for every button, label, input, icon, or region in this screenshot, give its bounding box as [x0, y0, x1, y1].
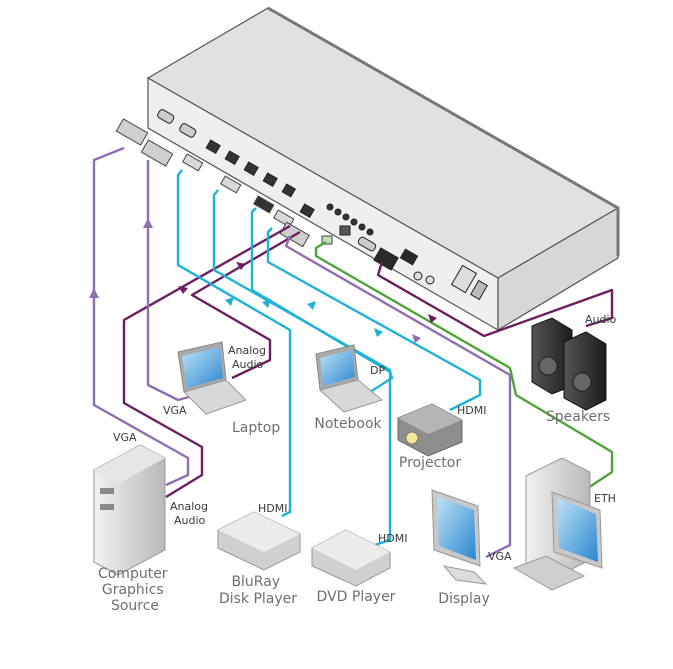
cable-notebook-dp: [250, 207, 394, 394]
rs232-port[interactable]: [357, 236, 377, 252]
dp-plug: [253, 195, 275, 214]
cables: [92, 146, 614, 559]
switcher-ports: [157, 109, 489, 301]
port-label-notebook-dp: DP: [370, 364, 385, 377]
port-label-dvd-hdmi: HDMI: [378, 532, 407, 545]
cable-laptop-audio: [190, 230, 301, 380]
arrow-icon: [428, 314, 437, 323]
cable-pc-eth: [314, 240, 614, 489]
hdmi-input-port-1[interactable]: [205, 139, 221, 155]
audio-jack-4[interactable]: [350, 218, 358, 226]
hdmi-plug-1: [182, 153, 204, 172]
hdmi-input-port-2[interactable]: [224, 150, 240, 166]
port-label-laptop-vga: VGA: [163, 404, 187, 417]
port-label-bluray-hdmi: HDMI: [258, 502, 287, 515]
vga-plug-1: [115, 118, 149, 146]
arrow-icon: [412, 334, 421, 343]
device-label-laptop: Laptop: [232, 420, 280, 436]
display-monitor-icon: [431, 489, 488, 585]
device-label-notebook: Notebook: [314, 416, 382, 432]
cable-display-vga: [284, 235, 512, 559]
cable-computer-vga: [92, 146, 190, 487]
device-label-computer: Computer Graphics Source: [98, 566, 172, 614]
port-label-pc-eth: ETH: [594, 492, 616, 505]
hdmi-input-port-4[interactable]: [262, 172, 278, 188]
notebook-icon: [315, 344, 384, 413]
relay-terminal-block[interactable]: [399, 248, 419, 266]
cable-speakers-audio: [376, 261, 614, 338]
cable-computer-audio: [122, 224, 291, 499]
cable-bluray-hdmi: [176, 169, 292, 518]
port-label-projector-hdmi: HDMI: [457, 404, 486, 417]
projector-icon: [397, 403, 463, 457]
audio-jack-6[interactable]: [366, 228, 374, 236]
arrow-icon: [225, 297, 234, 306]
vga-input-port-1[interactable]: [157, 109, 175, 125]
bluray-player-icon: [217, 511, 301, 571]
device-label-projector: Projector: [399, 455, 461, 471]
cable-projector-hdmi: [266, 227, 482, 412]
speakers-icon: [531, 317, 607, 411]
cable-laptop-vga: [146, 160, 197, 402]
arrow-icon: [236, 262, 246, 270]
port-label-laptop-audio: Analog Audio: [228, 344, 270, 371]
hdmi-output-port[interactable]: [299, 203, 315, 219]
dp-input-port[interactable]: [281, 183, 297, 198]
computer-graphics-source-icon: [93, 444, 166, 576]
switcher-rack-lip: [267, 6, 620, 256]
audio-jack-2[interactable]: [334, 208, 342, 216]
port-label-display-vga: VGA: [488, 550, 512, 563]
device-label-bluray: BluRay Disk Player: [219, 574, 297, 607]
device-label-dvd: DVD Player: [317, 589, 396, 605]
port-label-computer-vga: VGA: [113, 431, 137, 444]
eth-plug: [321, 235, 333, 245]
power-switch[interactable]: [469, 279, 489, 301]
dvd-player-icon: [311, 529, 391, 587]
audio-terminal-block[interactable]: [373, 247, 399, 271]
device-label-display: Display: [438, 591, 490, 607]
switcher-side-panel: [497, 206, 619, 332]
hdmi-out-plug: [273, 209, 295, 228]
switcher-device: [115, 6, 620, 332]
hdmi-plug-2: [220, 175, 242, 194]
pc-workstation-icon: [512, 457, 603, 591]
arrow-icon: [178, 286, 188, 294]
bnc-connector-2[interactable]: [425, 275, 435, 285]
arrow-icon: [307, 301, 316, 310]
arrow-icon: [89, 288, 99, 298]
vga-plug-2: [140, 139, 174, 167]
audio-jack-5[interactable]: [358, 223, 366, 231]
bnc-connector-1[interactable]: [413, 271, 423, 281]
arrow-icon: [262, 299, 271, 308]
audio-jack-3[interactable]: [342, 213, 350, 221]
audio-jack-1[interactable]: [326, 203, 334, 211]
ethernet-port[interactable]: [339, 225, 351, 236]
hdmi-input-port-3[interactable]: [243, 161, 259, 177]
port-label-computer-audio: Analog Audio: [170, 500, 212, 527]
laptop-icon: [177, 341, 247, 415]
power-socket[interactable]: [450, 264, 478, 294]
signal-direction-arrows: [89, 218, 437, 343]
vga-input-port-2[interactable]: [179, 123, 197, 139]
arrow-icon: [143, 218, 153, 228]
port-label-speakers-audio: Audio: [585, 313, 617, 326]
arrow-icon: [374, 328, 383, 337]
device-label-speakers: Speakers: [546, 409, 610, 425]
